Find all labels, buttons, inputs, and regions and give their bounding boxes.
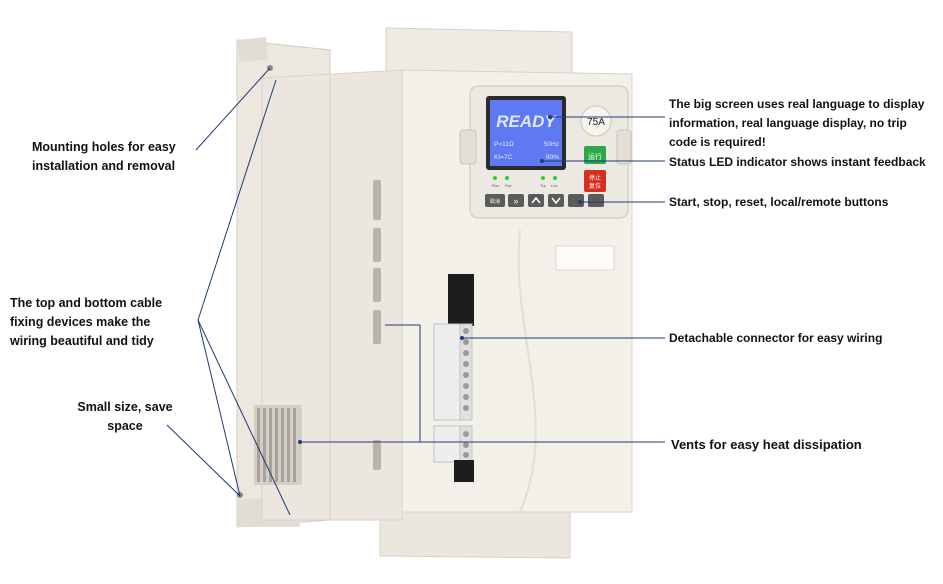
callout-mounting-holes: Mounting holes for easy installation and… <box>32 140 176 173</box>
callout-small-size: Small size, save space <box>77 400 173 433</box>
screen-ready-text: READY <box>496 112 557 131</box>
stop-reset-button[interactable] <box>584 170 606 192</box>
down-button[interactable] <box>548 194 564 207</box>
rating-badge <box>580 105 612 137</box>
shift-icon: » <box>513 196 518 206</box>
shift-button[interactable] <box>508 194 524 207</box>
down-arrow-icon <box>551 197 561 205</box>
name-label <box>555 245 615 271</box>
bottom-base <box>379 511 571 559</box>
up-button[interactable] <box>528 194 544 207</box>
run-button[interactable] <box>584 146 606 164</box>
screen-line1-right: 50Hz <box>544 141 559 148</box>
reset-button-label: 复位 <box>589 182 601 190</box>
callout-connector: Detachable connector for easy wiring <box>669 331 883 345</box>
screen-line2-right: 80% <box>546 154 559 161</box>
enter-button[interactable] <box>568 194 584 207</box>
local-remote-button[interactable] <box>588 194 604 207</box>
callout-cable-fixing: The top and bottom cable fixing devices … <box>10 296 163 348</box>
stop-button-label: 停止 <box>589 174 601 182</box>
leader-lines <box>166 67 665 516</box>
callout-status-led: Status LED indicator shows instant feedb… <box>669 155 926 169</box>
led-label-loc: Loc <box>551 183 557 188</box>
cancel-button-label: 取消 <box>490 198 500 205</box>
rating-badge-text: 75A <box>587 117 605 128</box>
cancel-button[interactable] <box>485 194 505 207</box>
screen-line1-left: P=11Ω <box>494 141 514 148</box>
screen-line2-left: Kt=7C <box>494 154 513 161</box>
callout-big-screen: The big screen uses real language to dis… <box>669 97 925 149</box>
led-label-trp: Trp <box>540 183 547 188</box>
led-label-run: Run <box>492 183 499 188</box>
led-label-fwr: Fwr <box>505 183 512 188</box>
up-arrow-icon <box>531 196 541 204</box>
run-button-label: 运行 <box>588 152 602 161</box>
callout-vents: Vents for easy heat dissipation <box>671 437 862 452</box>
callout-buttons: Start, stop, reset, local/remote buttons <box>669 195 889 209</box>
